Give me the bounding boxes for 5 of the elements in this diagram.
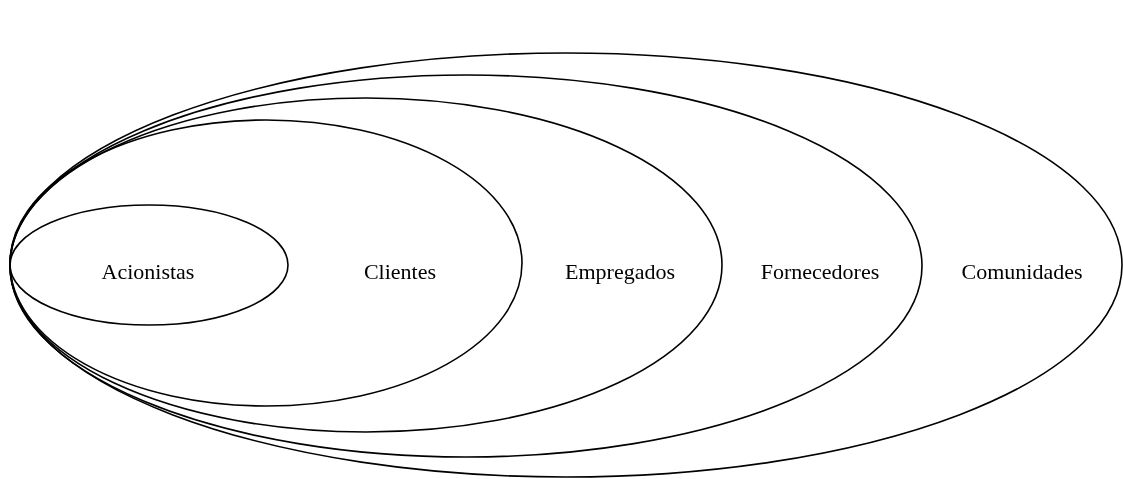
stakeholder-label: Acionistas bbox=[101, 259, 195, 285]
stakeholder-label: Clientes bbox=[363, 259, 437, 285]
stakeholder-label: Empregados bbox=[565, 259, 675, 285]
stakeholder-label: Fornecedores bbox=[760, 259, 880, 285]
stakeholder-label: Comunidades bbox=[961, 259, 1083, 285]
